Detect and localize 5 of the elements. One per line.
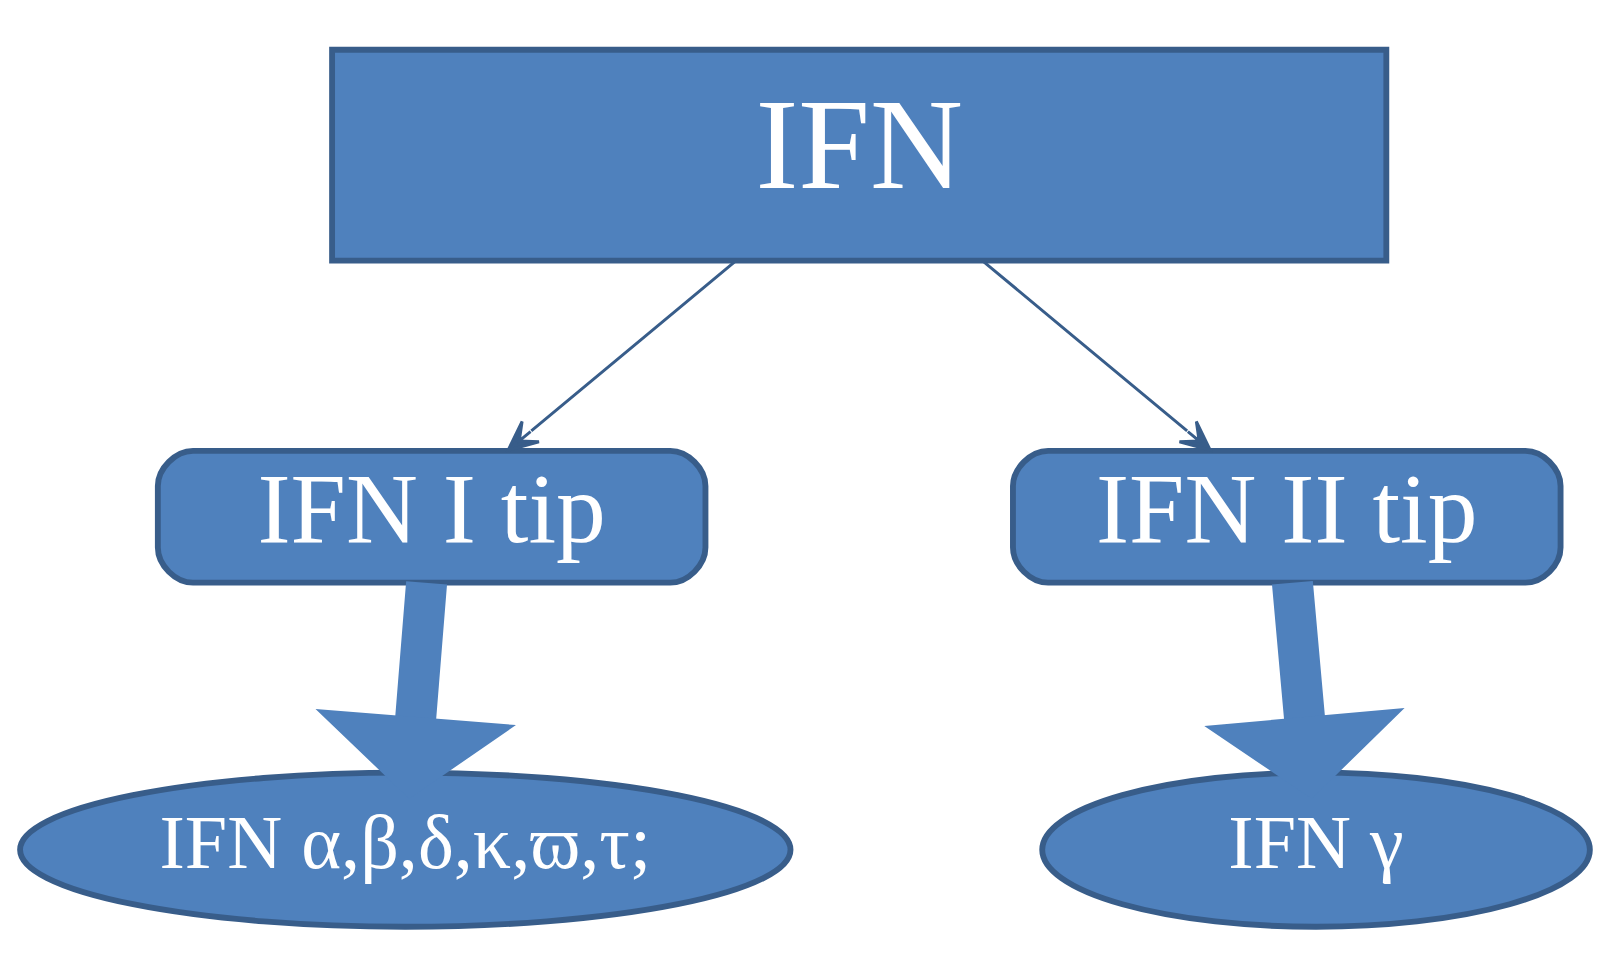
node-box: IFN II tip	[1010, 448, 1564, 586]
node-box: IFN	[329, 46, 1390, 264]
node-box: IFN I tip	[154, 448, 709, 586]
node-ellipse: IFN γ	[1039, 769, 1593, 930]
node-ellipse: IFN α,β,δ,κ,ϖ,τ;	[17, 769, 794, 930]
